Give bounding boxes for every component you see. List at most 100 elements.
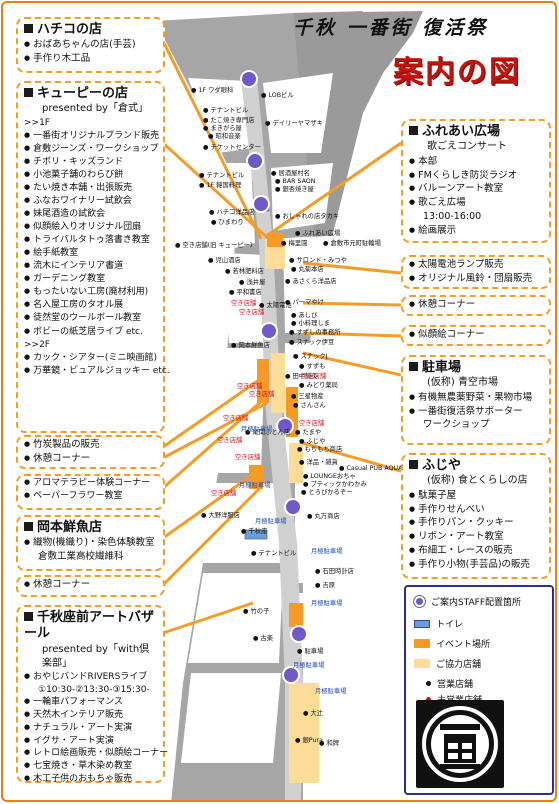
staff-circle (282, 666, 300, 684)
map-label-red: 空き店舗 (239, 309, 265, 316)
list-item: 手作りせんべい (409, 503, 543, 517)
list-item: ガーデニング教室 (24, 273, 157, 286)
event-place (257, 359, 269, 403)
floor-label: >>2F (24, 339, 50, 350)
list-item: リボン・アート教室 (409, 530, 543, 544)
box-subtitle: 歌ごえコンサート (427, 141, 507, 153)
box-parking: 駐車場 (仮称) 青空市場 有機無農薬野菜・果物市場 一番街復活祭サポーター ワ… (401, 355, 551, 445)
presented-by: presented by「倉式」 (42, 103, 148, 115)
block-w1 (203, 163, 255, 248)
box-subtitle: (仮称) 青空市場 (427, 377, 498, 389)
map-label-black: ● スナック伊豆 (289, 339, 335, 346)
floor-label: >>1F (24, 117, 50, 128)
map-label-red: 空き店舗 (299, 420, 325, 427)
event-place (289, 603, 303, 627)
staff-circle (246, 152, 264, 170)
map-label-black: ● 和牌 (319, 740, 340, 747)
map-label-black: ● パーマやけ (285, 299, 324, 306)
legend-staff: ご案内STAFF配置箇所 (414, 595, 521, 608)
map-label-black: ● 若林肥料店 (225, 268, 264, 275)
legend-event: イベント場所 (414, 637, 490, 650)
box-fujiya: ふじや (仮称) 食とくらしの店 駄菓子屋手作りせんべい手作りパン・クッキーリボ… (401, 453, 551, 579)
list-item: 倉敷工業高校繊維科 (38, 551, 124, 563)
list-item: オリジナル風鈴・団扇販売 (409, 272, 543, 286)
map-label-black: ● あしび (291, 312, 318, 319)
list-item: バルーンアート教室 (409, 182, 543, 196)
map-label-black: ● ふじや (299, 438, 326, 445)
box-header: ふれあい広場 (409, 124, 543, 140)
map-label-black: ● 丸万商店 (307, 513, 340, 520)
street-map (155, 11, 423, 800)
box-rest-right: 休憩コーナー (401, 295, 551, 316)
list-item: 手作りパン・クッキー (409, 516, 543, 530)
list-item: 似顔絵コーナー (409, 328, 543, 342)
map-label-black: ● 田中鍼灸 (285, 373, 318, 380)
map-label-black: ● チケットセンター (203, 144, 261, 151)
map-label-black: ● 昭和音楽 (208, 133, 241, 140)
list-item: 一輪車パフォーマンス (24, 696, 157, 709)
map-label-blue: 月極駐車場 (241, 426, 273, 433)
map-label-black: ● 古楽 (253, 635, 274, 642)
event-swatch-icon (414, 639, 430, 648)
map-label-black: ● デイリーヤマザキ (265, 120, 323, 127)
map-label-black: ● 大野洋服店 (201, 512, 240, 519)
list-item: 休憩コーナー (24, 452, 157, 466)
list-item: 流木にインテリア書道 (24, 260, 157, 273)
map-label-black: ● 小料理しま (291, 320, 330, 327)
list-item: たい焼き本舗・出張販売 (24, 182, 157, 195)
list-item: 本部 (409, 155, 543, 169)
map-label-black: ● あさくら洋品店 (285, 278, 337, 285)
map-label-black: ● おしゃれの店タカキ (275, 213, 340, 220)
map-label-black: ● もちもち商店 (297, 446, 343, 453)
map-label-blue: 月極駐車場 (239, 482, 271, 489)
map-label-red: 空き店舗 (211, 490, 237, 497)
map-label-black: ● まきがら屋 (203, 125, 242, 132)
map-label-blue: 月極駐車場 (293, 662, 325, 669)
map-label-black: ● スナックJ (293, 353, 328, 360)
list-item: カック・シアター(ミニ映画館) (24, 352, 157, 365)
block-w5 (188, 573, 283, 663)
box-header: 千秋座前アートバザール (24, 610, 155, 642)
map-label-black: ● 丸菊本店 (291, 266, 324, 273)
kewpie-list-2f: カック・シアター(ミニ映画館)万華鏡・ビュアルジョッキー etc. (24, 352, 170, 378)
map-label-black: ● 梅里園 (281, 240, 308, 247)
box-subtitle: (仮称) 食とくらしの店 (427, 475, 528, 487)
box-chiaki: 千秋座前アートバザール presented by「with倶楽部」 おやじバンド… (16, 605, 168, 786)
list-item: 休憩コーナー (24, 578, 157, 592)
block-w6 (181, 673, 281, 763)
staff-circle (276, 417, 294, 435)
main-street (241, 78, 303, 800)
black-dot-icon (426, 681, 431, 686)
map-label-black: ● ひまわり (211, 219, 244, 226)
list-item: ①10:30-②13:30-③15:30- (38, 684, 150, 695)
list-item: ふなおワイナリー試飲会 (24, 195, 157, 208)
block-nw (188, 78, 253, 153)
legend-coop: ご協力店舗 (414, 657, 481, 670)
event-place (267, 233, 283, 247)
map-label-black: ● 1F 韓国料理 (199, 182, 242, 189)
coop-block (271, 353, 285, 413)
list-item: 七宝焼き・草木染め教室 (24, 760, 157, 773)
block-ne (263, 73, 333, 153)
block-e1 (271, 163, 333, 231)
list-item: ペーパーフラワー教室 (24, 490, 157, 503)
list-item: ボビーの紙芝居ライブ etc. (24, 326, 157, 339)
legend-open: 営業店舗 (426, 677, 473, 690)
list-item: 手作り木工品 (24, 52, 157, 66)
coop-block (289, 443, 303, 483)
block-e3 (283, 343, 351, 473)
list-item: 織物(機織り)・染色体験教室 (24, 536, 157, 550)
event-title: 千秋 一番街 復活祭 (293, 17, 489, 39)
box-solar: 太陽電池ランプ販売 オリジナル風鈴・団扇販売 (401, 255, 551, 289)
list-item: おばあちゃんの店(手芸) (24, 38, 157, 52)
map-label-black: ● BAR SAON (275, 178, 316, 185)
map-label-black: ● テナントビル (203, 107, 249, 114)
list-item: トライバルタトゥ落書き教室 (24, 234, 157, 247)
block-e2 (283, 235, 353, 333)
list-item: 木工子供のおもちゃ販売 (24, 773, 157, 786)
toilet-marker (244, 529, 268, 540)
list-item: ワークショップ (423, 419, 490, 431)
list-item: 天然木インテリア販売 (24, 709, 157, 722)
list-item: 万華鏡・ビュアルジョッキー etc. (24, 365, 170, 378)
